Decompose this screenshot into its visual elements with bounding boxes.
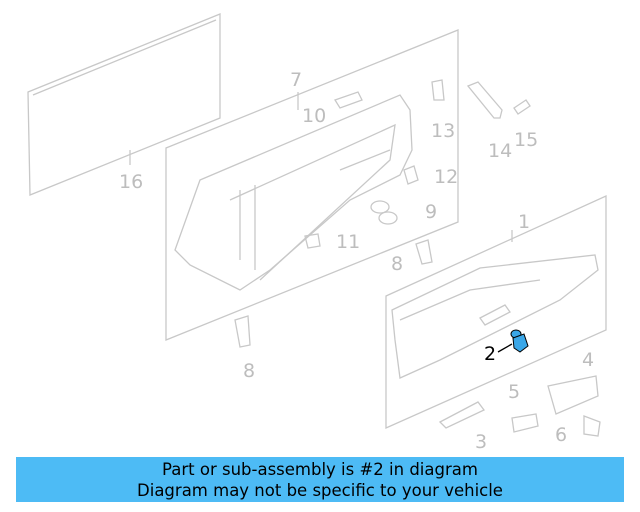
part-8-screw-b: [234, 315, 251, 348]
callout-10[interactable]: 10: [302, 105, 326, 127]
part-2-highlighted: [497, 329, 529, 353]
callout-7[interactable]: 7: [290, 69, 302, 91]
callout-3[interactable]: 3: [475, 431, 487, 453]
part-1-glove-box: [385, 194, 607, 430]
callout-5[interactable]: 5: [508, 381, 520, 403]
callout-12[interactable]: 12: [434, 166, 458, 188]
callout-14[interactable]: 14: [488, 140, 512, 162]
callout-8a[interactable]: 8: [391, 253, 403, 275]
part-4: [547, 375, 599, 415]
callout-8b[interactable]: 8: [243, 360, 255, 382]
part-11: [304, 233, 321, 249]
part-7-assembly: [165, 29, 459, 341]
part-14: [466, 81, 503, 119]
callout-13[interactable]: 13: [431, 120, 455, 142]
part-8-screw-a: [415, 239, 433, 265]
part-16-panel: [27, 13, 221, 196]
callout-16[interactable]: 16: [119, 171, 143, 193]
part-13: [431, 79, 445, 101]
info-banner: Part or sub-assembly is #2 in diagram Di…: [16, 457, 624, 502]
part-5: [511, 413, 539, 433]
callout-2[interactable]: 2: [484, 343, 496, 365]
part-15: [513, 99, 531, 115]
part-3: [438, 401, 485, 429]
callout-9[interactable]: 9: [425, 201, 437, 223]
callout-15[interactable]: 15: [514, 129, 538, 151]
part-10: [334, 91, 363, 109]
banner-line-2: Diagram may not be specific to your vehi…: [137, 481, 503, 500]
callout-1[interactable]: 1: [518, 211, 530, 233]
part-9: [370, 200, 398, 225]
callout-6[interactable]: 6: [555, 424, 567, 446]
callout-11[interactable]: 11: [336, 231, 360, 253]
part-12: [403, 165, 419, 185]
banner-line-1: Part or sub-assembly is #2 in diagram: [162, 460, 478, 479]
callout-4[interactable]: 4: [582, 349, 594, 371]
part-6: [583, 415, 601, 437]
